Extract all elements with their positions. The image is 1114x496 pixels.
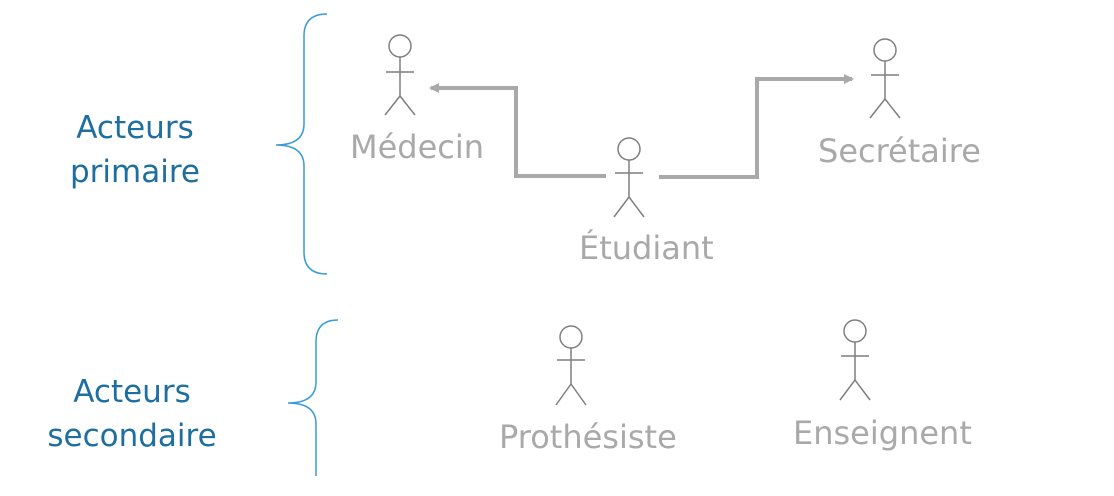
primary-actors-label-line1: Acteurs (76, 110, 194, 146)
actor-medecin-icon (384, 34, 416, 116)
actor-secretaire-icon (869, 38, 901, 119)
arrow-etudiant-to-secretaire (659, 74, 854, 179)
arrow-etudiant-to-medecin (429, 83, 606, 178)
primary-brace (275, 13, 328, 275)
actor-prothesiste-icon (555, 325, 587, 406)
actor-medecin-label: Médecin (350, 128, 485, 166)
actor-prothesiste-label: Prothésiste (499, 418, 677, 456)
secondary-actors-label-line2: secondaire (47, 418, 217, 454)
secondary-actors-label: Acteurs secondaire (26, 370, 238, 458)
primary-actors-label: Acteurs primaire (40, 106, 230, 194)
actor-secretaire-label: Secrétaire (818, 132, 981, 170)
secondary-brace (287, 319, 339, 476)
actor-etudiant-label: Étudiant (579, 229, 714, 267)
actor-enseignant-label: Enseignent (793, 414, 972, 452)
actor-enseignant-icon (839, 319, 871, 401)
primary-actors-label-line2: primaire (70, 154, 200, 190)
secondary-actors-label-line1: Acteurs (73, 374, 191, 410)
actor-etudiant-icon (613, 137, 645, 218)
